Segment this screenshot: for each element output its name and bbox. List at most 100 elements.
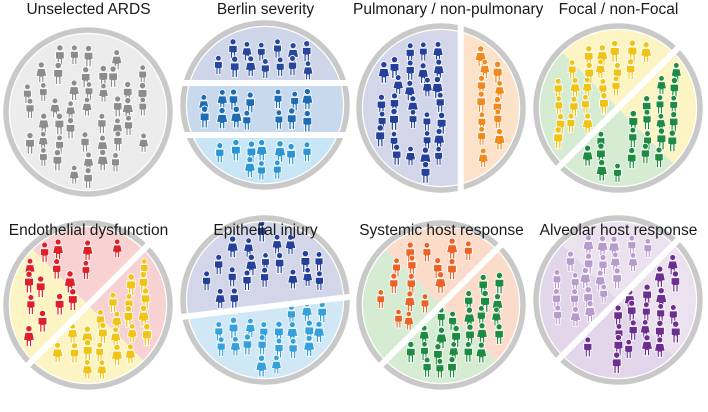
person-icon [431, 75, 444, 99]
person-icon [656, 303, 666, 324]
person-icon [96, 359, 108, 380]
person-icon [227, 266, 237, 288]
person-icon [669, 95, 678, 115]
person-icon [669, 111, 679, 133]
person-icon [581, 144, 594, 167]
person-icon [229, 55, 240, 78]
person-icon [214, 288, 226, 309]
person-icon [124, 343, 136, 365]
person-icon [422, 111, 432, 132]
person-icon [286, 107, 297, 130]
person-icon [199, 105, 210, 129]
panel-4 [533, 23, 703, 193]
person-icon [96, 148, 109, 172]
person-icon [422, 242, 432, 263]
panel-title: Alveolar host response [539, 222, 698, 239]
person-icon [655, 94, 665, 115]
person-icon [96, 134, 109, 156]
person-icon [406, 340, 416, 364]
person-icon [389, 107, 399, 131]
person-icon [608, 235, 620, 258]
person-icon [493, 128, 506, 151]
person-icon [554, 95, 563, 116]
person-icon [422, 356, 432, 378]
person-icon [476, 322, 488, 345]
person-icon [434, 271, 447, 294]
person-icon [244, 156, 256, 178]
panel-title: Berlin severity [216, 1, 315, 18]
panel-title: Focal / non-Focal [558, 1, 679, 18]
person-icon [138, 64, 147, 85]
person-icon [463, 306, 476, 330]
person-icon [271, 354, 282, 375]
person-icon [274, 337, 284, 359]
person-icon [242, 109, 252, 131]
person-icon [255, 354, 268, 378]
person-icon [553, 126, 564, 150]
person-icon [273, 159, 282, 180]
person-icon [654, 146, 664, 169]
person-icon [40, 241, 50, 263]
person-icon [406, 272, 416, 295]
person-icon [260, 266, 270, 288]
person-icon [627, 252, 639, 272]
person-icon [613, 162, 622, 183]
person-icon [433, 58, 445, 81]
person-icon [477, 147, 489, 168]
person-icon [627, 39, 638, 63]
person-icon [656, 75, 667, 95]
person-icon [39, 82, 48, 102]
person-icon [68, 164, 80, 185]
person-icon [123, 305, 134, 328]
person-icon [214, 55, 223, 75]
person-icon [37, 309, 48, 333]
person-icon [256, 222, 267, 243]
person-icon [569, 77, 581, 98]
person-icon [656, 127, 667, 151]
panel-title: Unselected ARDS [26, 1, 151, 18]
person-icon [583, 336, 593, 358]
person-icon [216, 89, 228, 110]
person-icon [669, 77, 680, 99]
person-icon [83, 167, 93, 189]
person-icon [479, 58, 491, 79]
person-icon [98, 82, 109, 103]
person-icon [492, 60, 503, 84]
person-icon [51, 341, 64, 364]
person-icon [301, 88, 314, 110]
person-icon [417, 62, 429, 84]
person-icon [52, 258, 62, 280]
person-icon [654, 336, 666, 358]
person-icon [290, 90, 300, 112]
person-icon [25, 97, 35, 119]
person-icon [609, 39, 620, 63]
person-icon [433, 343, 443, 366]
person-icon [494, 271, 505, 295]
person-icon [594, 269, 606, 291]
person-icon [639, 319, 651, 339]
person-icon [274, 252, 285, 274]
person-icon [408, 109, 418, 129]
person-icon [494, 323, 504, 346]
person-icon [245, 253, 258, 277]
person-icon [596, 44, 609, 67]
person-icon [111, 343, 123, 366]
person-icon [565, 250, 576, 273]
person-icon [567, 59, 577, 80]
person-icon [313, 320, 325, 343]
person-icon [653, 265, 666, 288]
person-icon [403, 310, 415, 331]
person-icon [474, 45, 487, 68]
person-icon [273, 140, 287, 163]
person-icon [54, 292, 65, 316]
person-icon [404, 79, 416, 102]
person-icon [52, 238, 64, 261]
person-icon [25, 131, 35, 155]
person-icon [582, 234, 595, 257]
person-icon [49, 97, 61, 119]
person-icon [655, 287, 668, 310]
person-icon [448, 341, 460, 362]
person-icon [111, 238, 123, 259]
